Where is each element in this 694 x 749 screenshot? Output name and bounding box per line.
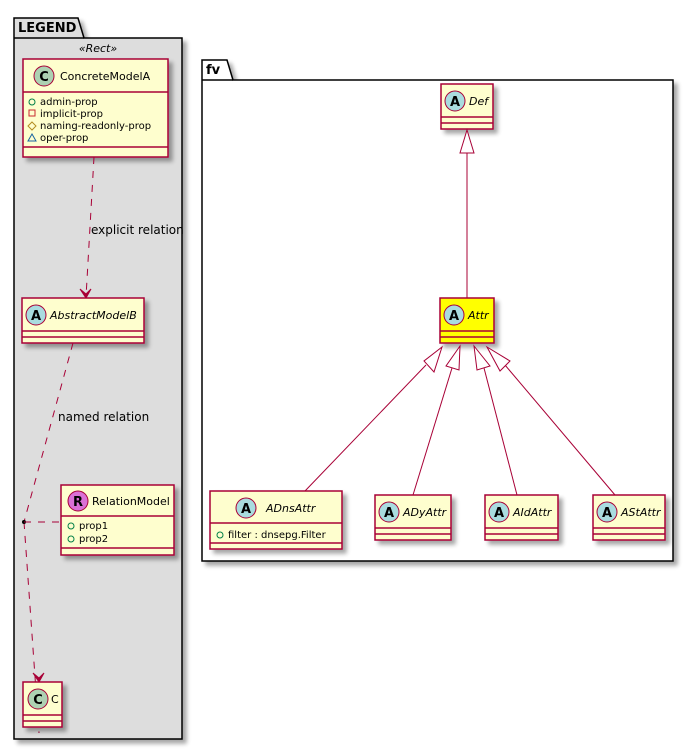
inheritance-arrow-icon (485, 345, 511, 372)
class-kind-letter: R (73, 495, 83, 510)
member-naming-readonly-prop: naming-readonly-prop (40, 121, 151, 132)
class-name: ADyAttr (402, 506, 448, 519)
member-filter: filter : dnsepg.Filter (228, 530, 327, 541)
class-name: Def (469, 95, 490, 108)
class-kind-letter: A (602, 506, 612, 521)
class-aid-attr[interactable]: A AIdAttr (484, 494, 559, 541)
relation-r-icon (67, 490, 89, 512)
legend-package-frame (13, 17, 183, 740)
inheritance-attr-def (459, 128, 475, 298)
class-name: ADnsAttr (265, 502, 317, 515)
abstract-a-icon (378, 501, 400, 523)
class-attr[interactable]: A Attr (439, 297, 495, 344)
class-kind-letter: A (450, 95, 460, 110)
class-name: ConcreteModelA (60, 70, 151, 83)
abstract-a-icon (444, 90, 466, 112)
member-admin-prop: admin-prop (40, 97, 98, 108)
named-relation-label: named relation (58, 410, 149, 424)
class-kind-letter: A (494, 506, 504, 521)
member-oper-prop: oper-prop (40, 133, 88, 144)
inheritance-arrow-icon (459, 128, 475, 154)
class-kind-letter: A (241, 502, 251, 517)
class-name: AStAttr (620, 506, 662, 519)
fv-package: fv (201, 59, 674, 562)
class-name: C (51, 693, 59, 706)
class-relation-model[interactable]: R RelationModel prop1 prop2 (60, 484, 175, 556)
arrow-head-icon (32, 672, 45, 683)
legend-package: LEGEND «Rect» (13, 17, 183, 740)
legend-package-title: LEGEND (18, 21, 77, 36)
class-c-icon (33, 65, 55, 87)
member-implicit-prop: implicit-prop (40, 109, 103, 120)
class-c-icon (27, 688, 49, 710)
explicit-relation-label: explicit relation (91, 223, 184, 237)
inheritance-children-attr (304, 344, 616, 496)
public-visibility-icon (67, 522, 75, 530)
class-adns-attr[interactable]: A ADnsAttr filter : dnsepg.Filter (209, 490, 343, 550)
legend-stereotype: «Rect» (79, 42, 118, 55)
abstract-a-icon (25, 304, 47, 326)
public-visibility-icon (28, 98, 36, 106)
class-kind-letter: A (31, 309, 41, 324)
class-kind-letter: C (33, 693, 43, 708)
abstract-a-icon (235, 497, 257, 519)
class-abstract-model-b[interactable]: A AbstractModelB (21, 297, 145, 344)
protected-visibility-icon (27, 121, 37, 131)
inheritance-arrow-icon (445, 344, 461, 371)
inheritance-arrow-icon (423, 345, 443, 373)
member-prop1: prop1 (79, 521, 108, 532)
class-name: AIdAttr (512, 506, 553, 519)
fv-package-frame (201, 59, 674, 562)
abstract-a-icon (596, 501, 618, 523)
public-visibility-icon (216, 531, 224, 539)
package-visibility-icon (27, 132, 37, 142)
class-kind-letter: A (449, 309, 459, 324)
class-name: AbstractModelB (49, 309, 137, 322)
class-ady-attr[interactable]: A ADyAttr (374, 494, 452, 541)
class-kind-letter: A (384, 506, 394, 521)
class-c[interactable]: C C (22, 681, 63, 728)
class-concrete-model-a[interactable]: C ConcreteModelA admin-prop implicit-pro… (22, 58, 169, 158)
class-name: Attr (467, 309, 490, 322)
explicit-relation: explicit relation (79, 156, 184, 299)
class-name: RelationModel (92, 495, 170, 508)
class-def[interactable]: A Def (440, 83, 494, 130)
named-relation: named relation (22, 342, 149, 734)
abstract-a-icon (488, 501, 510, 523)
class-kind-letter: C (39, 70, 49, 85)
fv-package-title: fv (206, 63, 221, 78)
arrow-head-icon (79, 288, 92, 299)
abstract-a-icon (443, 304, 465, 326)
public-visibility-icon (67, 535, 75, 543)
private-visibility-icon (28, 109, 36, 117)
class-ast-attr[interactable]: A AStAttr (592, 494, 666, 541)
inheritance-arrow-icon (473, 344, 491, 371)
member-prop2: prop2 (79, 534, 108, 545)
